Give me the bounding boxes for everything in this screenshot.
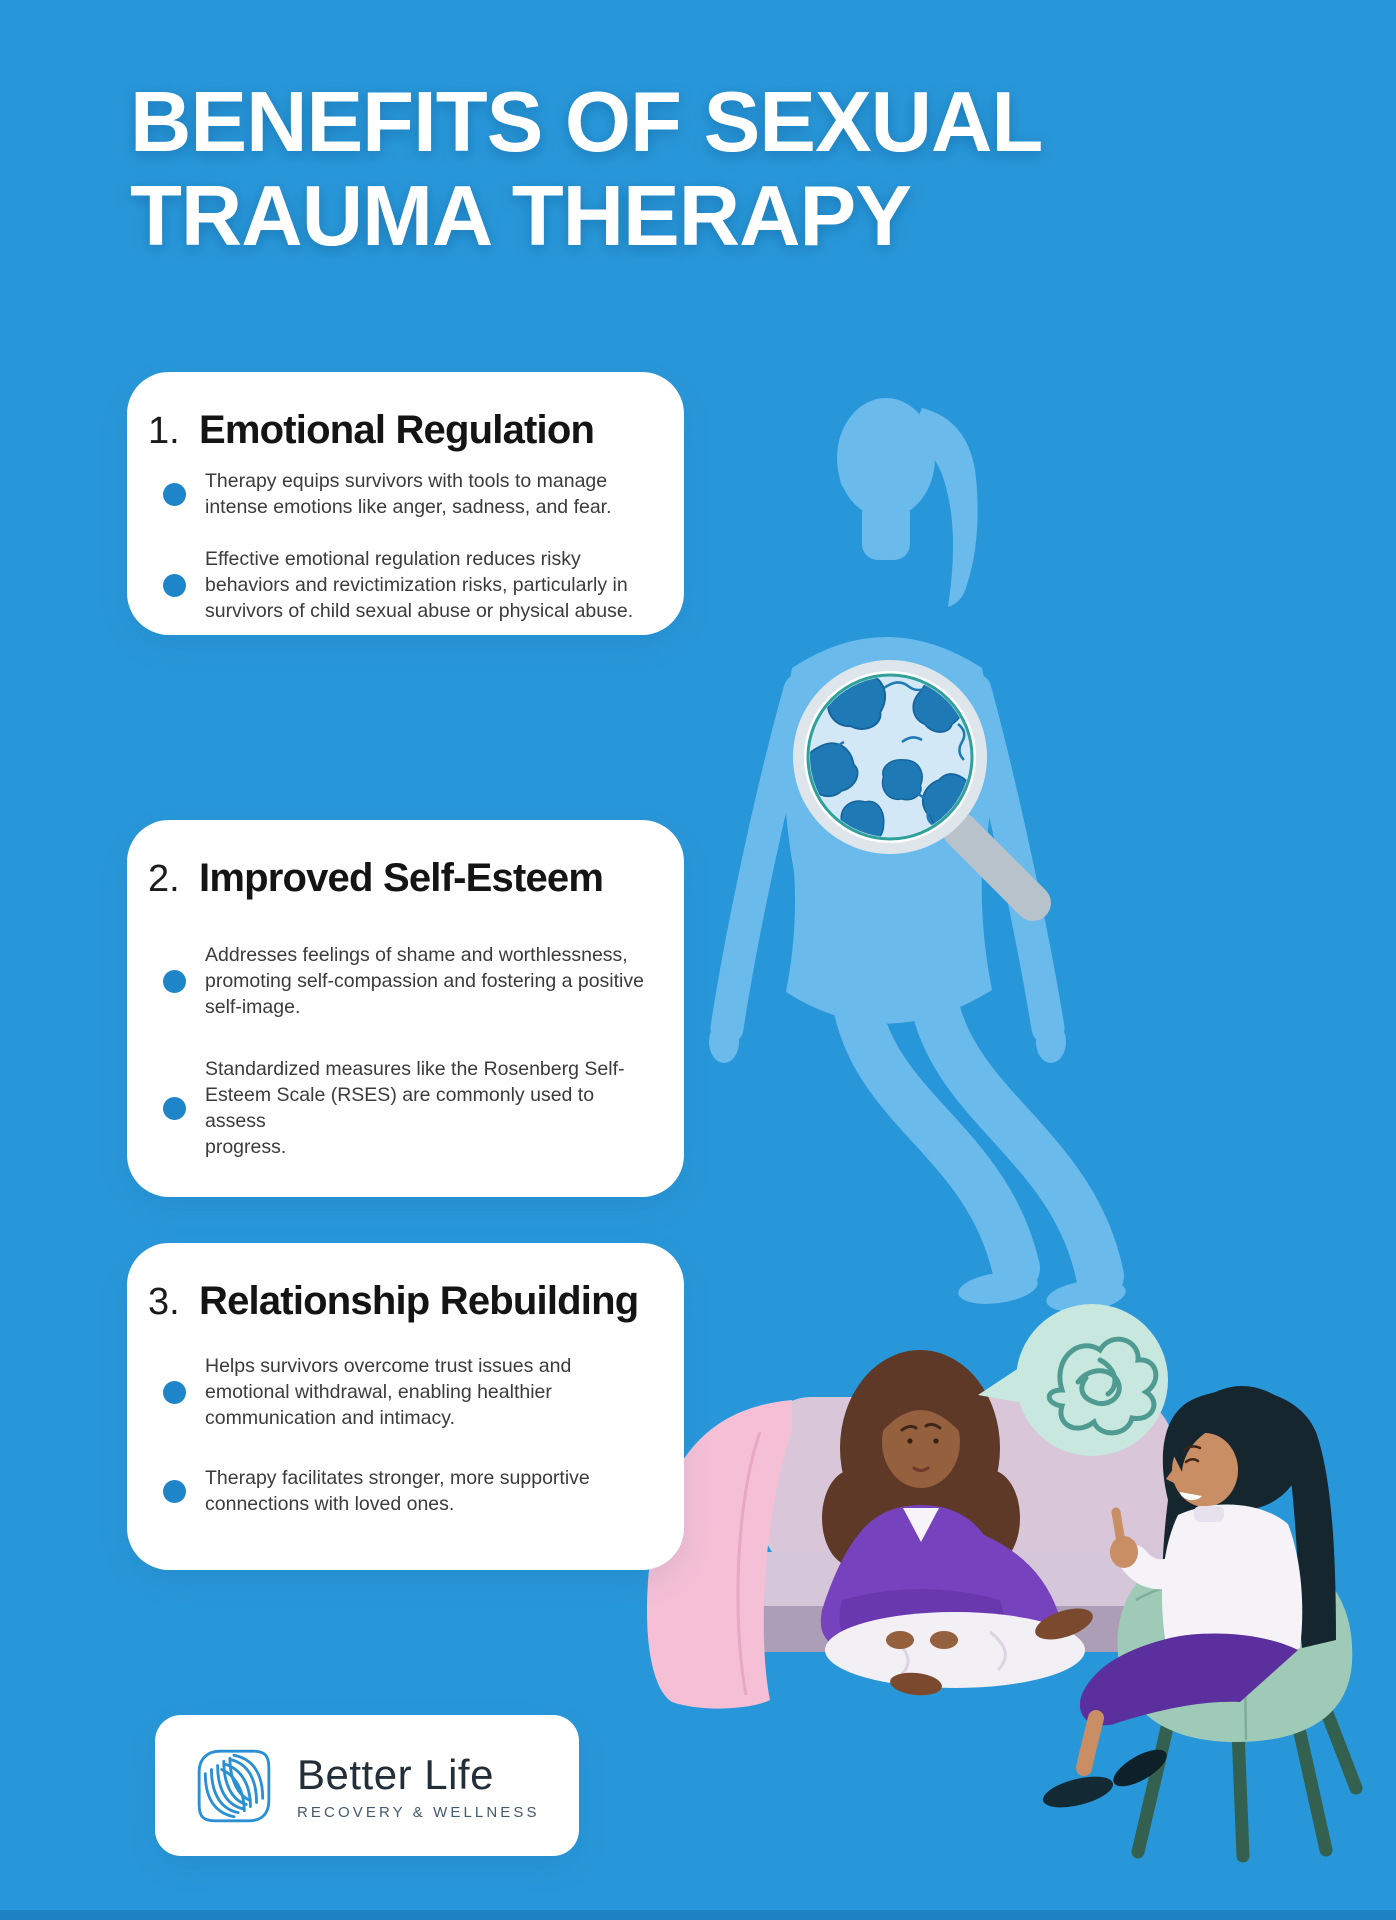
benefit-card-improved-self-esteem: 2. Improved Self-Esteem Addresses feelin… [127, 820, 684, 1197]
therapist-illustration [1042, 1386, 1336, 1808]
bullet-dot-icon [163, 574, 186, 598]
bullet-list: Addresses feelings of shame and worthles… [163, 943, 644, 1160]
list-item: Therapy equips survivors with tools to m… [163, 469, 644, 521]
bullet-text: Addresses feelings of shame and worthles… [205, 944, 644, 1018]
card-heading: Improved Self-Esteem [199, 856, 604, 900]
woman-silhouette-illustration [709, 398, 1126, 1312]
bullet-list: Helps survivors overcome trust issues an… [163, 1354, 644, 1518]
bullet-text: Therapy facilitates stronger, more suppo… [205, 1466, 590, 1515]
brand-tagline: RECOVERY & WELLNESS [297, 1803, 540, 1821]
brand-name: Better Life [297, 1750, 494, 1798]
list-item: Helps survivors overcome trust issues an… [163, 1354, 644, 1432]
card-header: 2. Improved Self-Esteem [148, 856, 644, 901]
bullet-list: Therapy equips survivors with tools to m… [163, 469, 644, 625]
benefit-card-relationship-rebuilding: 3. Relationship Rebuilding Helps survivo… [127, 1243, 684, 1570]
card-heading: Emotional Regulation [199, 408, 595, 452]
bullet-text: Therapy equips survivors with tools to m… [205, 470, 612, 518]
bullet-text: Standardized measures like the Rosenberg… [205, 1057, 625, 1158]
bullet-dot-icon [163, 970, 186, 994]
bullet-dot-icon [163, 1381, 186, 1405]
scribble-icon [1046, 1336, 1159, 1436]
list-item: Therapy facilitates stronger, more suppo… [163, 1466, 644, 1518]
list-item: Addresses feelings of shame and worthles… [163, 943, 644, 1021]
tangled-thoughts-bubble-illustration [978, 1304, 1168, 1456]
list-item: Effective emotional regulation reduces r… [163, 547, 644, 625]
list-item: Standardized measures like the Rosenberg… [163, 1057, 644, 1161]
card-header: 1. Emotional Regulation [148, 408, 644, 453]
title-line-2: TRAUMA THERAPY [130, 168, 912, 264]
bullet-dot-icon [163, 1480, 186, 1504]
card-number: 1. [148, 410, 180, 452]
card-number: 3. [148, 1281, 180, 1323]
bullet-text: Helps survivors overcome trust issues an… [205, 1355, 572, 1429]
card-header: 3. Relationship Rebuilding [148, 1279, 644, 1324]
bullet-text: Effective emotional regulation reduces r… [205, 547, 634, 622]
client-illustration [820, 1350, 1093, 1696]
title-line-1: BENEFITS OF SEXUAL [130, 75, 1043, 170]
bullet-dot-icon [163, 483, 186, 507]
magnifying-glass-illustration [793, 660, 1051, 921]
infographic-title: BENEFITS OF SEXUAL TRAUMA THERAPY [130, 76, 1230, 263]
brand-text-block: Better Life RECOVERY & WELLNESS [297, 1751, 540, 1821]
card-heading: Relationship Rebuilding [199, 1279, 639, 1323]
wave-leaf-icon [197, 1749, 271, 1822]
benefit-card-emotional-regulation: 1. Emotional Regulation Therapy equips s… [127, 372, 684, 635]
cells-icon [810, 677, 970, 837]
bottom-edge-bar [0, 1910, 1396, 1920]
logo-card: Better Life RECOVERY & WELLNESS [155, 1715, 579, 1856]
therapy-infographic-illustration [646, 398, 1363, 1863]
bullet-dot-icon [163, 1097, 186, 1121]
card-number: 2. [148, 858, 180, 900]
